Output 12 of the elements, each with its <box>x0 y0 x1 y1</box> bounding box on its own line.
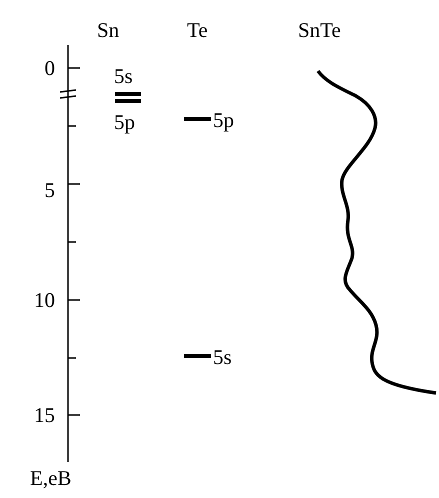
axis-tick-label: 0 <box>44 58 55 79</box>
level-label: 5s <box>114 66 133 87</box>
level-label: 5p <box>213 110 234 131</box>
axis-tick-label: 10 <box>34 290 55 311</box>
level-label: 5p <box>114 112 135 133</box>
level-label: 5s <box>213 347 232 368</box>
axis-tick-label: 5 <box>44 180 55 201</box>
axis-tick-label: 15 <box>34 405 55 426</box>
column-heading: Sn <box>97 20 120 41</box>
axis-title: E,eB <box>30 468 72 489</box>
column-heading: SnTe <box>298 20 341 41</box>
column-heading: Te <box>187 20 208 41</box>
